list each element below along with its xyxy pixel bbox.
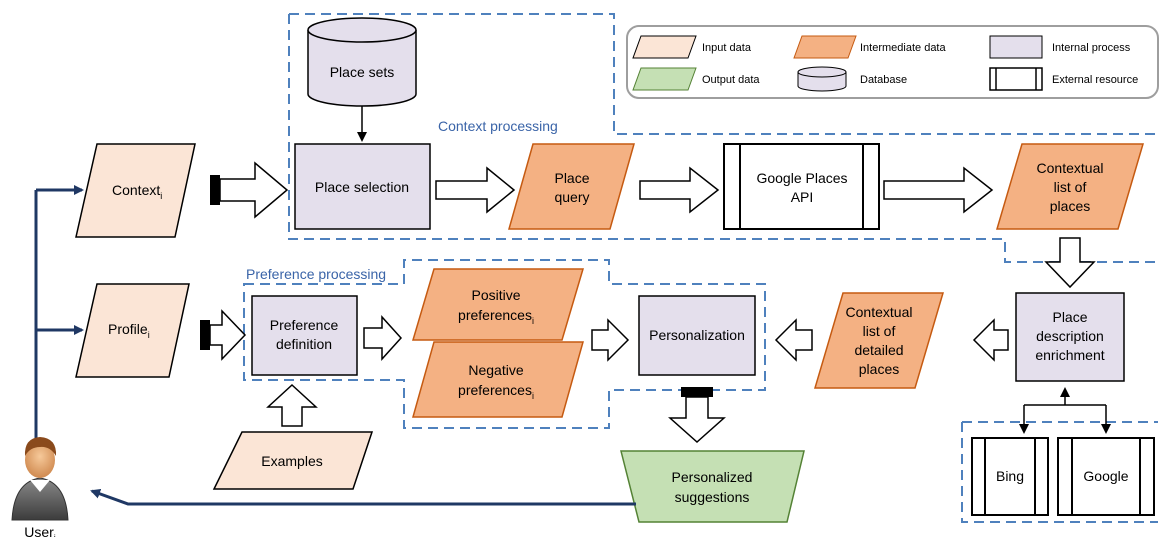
- profile-to-definition-arrow: [209, 309, 247, 361]
- google-places-api-external: Google Places API: [723, 143, 880, 230]
- enrichment-resources-connector: [1019, 387, 1111, 434]
- legend: Input data Intermediate data Internal pr…: [626, 25, 1159, 99]
- place-sets-label: Place sets: [330, 64, 395, 80]
- legend-external-swatch: [989, 67, 1043, 91]
- negative-line-1: Negative: [468, 362, 523, 378]
- examples-input-data: Examples: [212, 431, 374, 490]
- query-to-google-arrow: [639, 166, 720, 214]
- place-query-line-2: query: [554, 189, 589, 205]
- external-resources-boundary: [961, 421, 1158, 523]
- legend-internal-swatch: [989, 35, 1043, 59]
- list-to-enrichment-arrow: [1044, 237, 1096, 289]
- preference-processing-boundary: [243, 259, 766, 429]
- detailed-list-line-1: Contextual: [846, 304, 913, 320]
- personalized-suggestions-output: Personalized suggestions: [620, 450, 805, 523]
- legend-database-swatch: [797, 66, 847, 92]
- legend-database-label: Database: [860, 74, 907, 86]
- legend-output-label: Output data: [702, 74, 760, 86]
- user-icon: [11, 437, 69, 521]
- preference-processing-label: Preference processing: [246, 266, 386, 282]
- positive-line-2: preferencesi: [458, 307, 534, 326]
- contextual-list-line-3: places: [1050, 198, 1090, 214]
- google-external: [1057, 437, 1155, 516]
- examples-label: Examples: [261, 453, 322, 469]
- profile-label: Profilei: [108, 321, 150, 340]
- detailed-list-line-3: detailed: [854, 342, 903, 358]
- enrichment-process: Place description enrichment: [1015, 292, 1125, 382]
- profile-input-data: Profilei: [75, 283, 190, 378]
- preferences-to-personalization-arrow: [591, 318, 630, 362]
- detailed-list-line-2: list of: [863, 323, 896, 339]
- negative-preferences-data: Negative preferencesi: [412, 341, 584, 418]
- examples-to-definition-arrow: [266, 383, 318, 427]
- context-input-data: Contexti: [75, 143, 196, 238]
- personalization-to-suggestions-arrow: [668, 396, 726, 444]
- personalized-line-2: suggestions: [675, 489, 750, 505]
- block-arrows: [209, 161, 1096, 444]
- preference-definition-process: Preference definition: [251, 295, 358, 376]
- place-query-data: Place query: [508, 143, 635, 230]
- legend-intermediate-swatch: [793, 35, 857, 59]
- detailed-list-data: Contextual list of detailed places: [813, 292, 945, 389]
- legend-intermediate-label: Intermediate data: [860, 42, 946, 54]
- personalized-line-1: Personalized: [672, 469, 753, 485]
- contextual-list-line-1: Contextual: [1037, 160, 1104, 176]
- enrichment-line-1: Place: [1052, 309, 1087, 325]
- enrichment-line-2: description: [1036, 328, 1104, 344]
- bing-external: [971, 437, 1049, 516]
- contextual-list-data: Contextual list of places: [995, 143, 1145, 230]
- preference-definition-line-1: Preference: [270, 317, 339, 333]
- user-connectors: [34, 185, 636, 506]
- block-arrow-tails: [200, 175, 713, 397]
- selection-to-query-arrow: [435, 166, 516, 214]
- positive-line-1: Positive: [471, 287, 520, 303]
- enrichment-line-3: enrichment: [1035, 347, 1104, 363]
- legend-input-swatch: [632, 35, 697, 59]
- context-to-selection-arrow: [219, 161, 289, 219]
- legend-output-swatch: [632, 67, 697, 91]
- place-sets-database: Place sets: [307, 17, 417, 107]
- place-selection-label: Place selection: [315, 179, 409, 195]
- contextual-list-line-2: list of: [1054, 179, 1087, 195]
- detailed-list-line-4: places: [859, 361, 899, 377]
- personalization-label: Personalization: [649, 327, 745, 343]
- context-processing-label: Context processing: [438, 118, 558, 134]
- legend-external-label: External resource: [1052, 74, 1138, 86]
- user-label: Useri: [24, 524, 56, 537]
- bing-label: Bing: [996, 468, 1024, 484]
- google-places-line-2: API: [791, 189, 814, 205]
- place-selection-process: Place selection: [294, 143, 431, 230]
- google-places-line-1: Google Places: [756, 170, 847, 186]
- google-to-list-arrow: [883, 166, 994, 214]
- preference-definition-line-2: definition: [276, 336, 332, 352]
- enrichment-to-detailed-arrow: [972, 318, 1009, 362]
- legend-internal-label: Internal process: [1052, 42, 1131, 54]
- detailed-to-personalization-arrow: [774, 318, 813, 362]
- legend-input-label: Input data: [702, 42, 752, 54]
- place-query-line-1: Place: [554, 170, 589, 186]
- personalization-process: Personalization: [638, 295, 756, 376]
- definition-to-preferences-arrow: [363, 315, 403, 361]
- context-label: Contexti: [112, 182, 162, 201]
- positive-preferences-data: Positive preferencesi: [411, 268, 585, 341]
- negative-line-2: preferencesi: [458, 382, 534, 401]
- google-label: Google: [1083, 468, 1128, 484]
